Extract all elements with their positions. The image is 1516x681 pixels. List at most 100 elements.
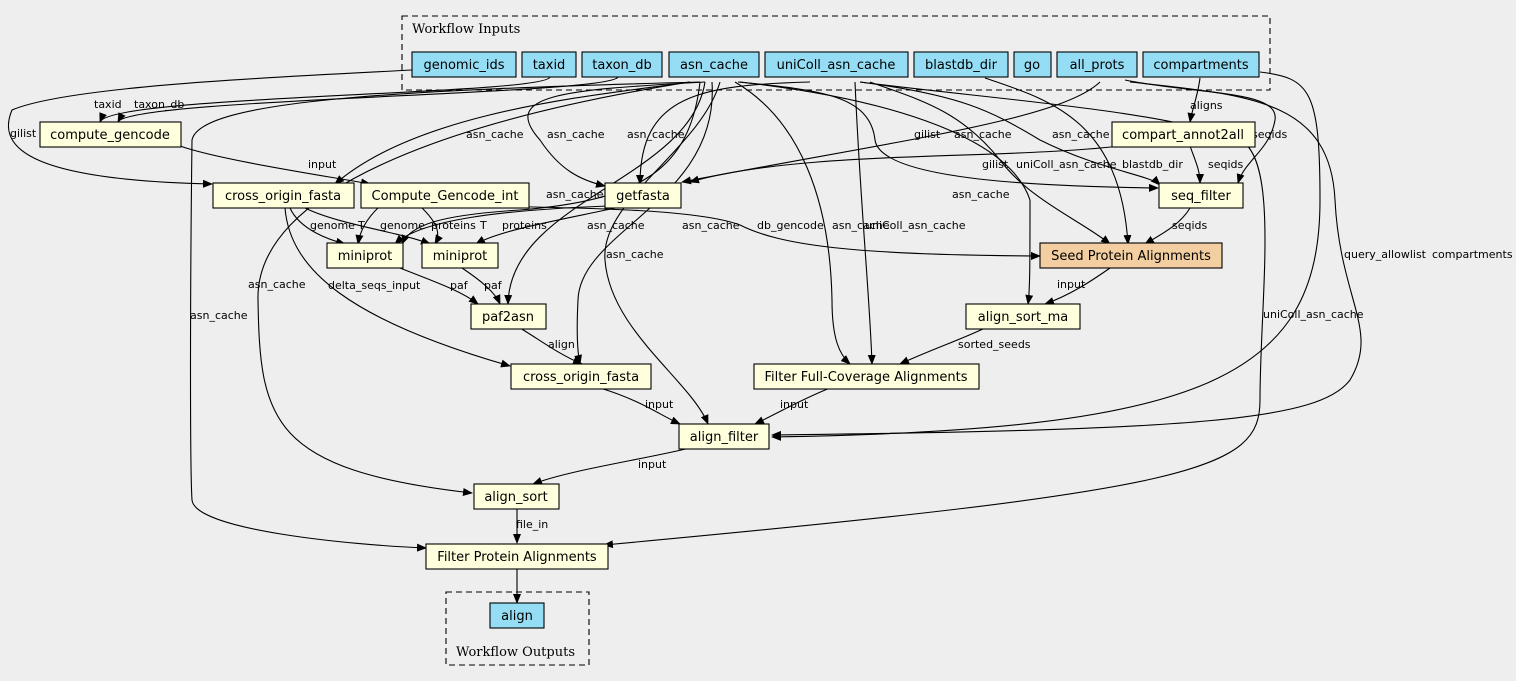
edge-asn_cache-fpa	[189, 81, 701, 552]
node-box	[604, 182, 682, 209]
edge-ffca-align_filter	[754, 387, 831, 425]
node-go[interactable]: go	[1013, 51, 1052, 78]
edge-compart-getfasta	[689, 145, 1121, 184]
edge-label: aligns	[1190, 99, 1223, 112]
edge-label: uniColl_asn_cache	[1263, 308, 1364, 321]
edge-label: paf	[450, 279, 469, 292]
edge-cof1-miniprot2	[304, 207, 431, 245]
edge-label: uniColl_asn_cache	[1016, 158, 1117, 171]
node-label: compart_annot2all	[1122, 128, 1244, 143]
edge-unicoll-getfasta	[636, 81, 811, 185]
node-box	[326, 242, 404, 269]
edge-unicoll-fpa	[603, 81, 1266, 549]
edge-label: seqids	[1172, 219, 1208, 232]
edge-label: gilist	[914, 128, 941, 141]
edge-asn_cache-asm	[739, 81, 1034, 305]
node-align-output[interactable]: align	[489, 602, 545, 629]
node-box	[1158, 182, 1244, 209]
node-filter_protein_alignments[interactable]: Filter Protein Alignments	[425, 543, 609, 570]
node-cross_origin_fasta-2[interactable]: cross_origin_fasta	[510, 363, 652, 390]
node-label: align_sort	[484, 490, 547, 505]
node-label: compartments	[1153, 58, 1248, 73]
node-label: getfasta	[616, 189, 670, 204]
node-box	[421, 242, 499, 269]
node-label: cross_origin_fasta	[225, 189, 341, 204]
node-seed_protein_alignments[interactable]: Seed Protein Alignments	[1039, 242, 1223, 269]
node-asn_cache[interactable]: asn_cache	[668, 51, 760, 78]
edge-cof1-cof2	[284, 207, 511, 368]
node-box	[581, 51, 663, 78]
node-box	[425, 543, 609, 570]
node-getfasta[interactable]: getfasta	[604, 182, 682, 209]
edge-asn_cache-cof1	[334, 81, 691, 185]
node-paf2asn[interactable]: paf2asn	[470, 303, 547, 330]
node-filter_full_coverage_alignments[interactable]: Filter Full-Coverage Alignments	[753, 363, 980, 390]
node-box	[489, 602, 545, 629]
node-box	[1056, 51, 1138, 78]
edge-label: gilist	[10, 127, 37, 140]
edge-label: paf	[484, 279, 503, 292]
node-all_prots[interactable]: all_prots	[1056, 51, 1138, 78]
edge-compart-seqids	[1189, 145, 1204, 184]
node-align_sort[interactable]: align_sort	[473, 483, 560, 510]
node-seq_filter[interactable]: seq_filter	[1158, 182, 1244, 209]
node-box	[510, 363, 652, 390]
node-box	[1039, 242, 1223, 269]
edge-label: gilist	[982, 158, 1009, 171]
node-unicoll_asn_cache[interactable]: uniColl_asn_cache	[764, 51, 909, 78]
node-box	[1111, 121, 1256, 148]
node-label: Filter Protein Alignments	[437, 550, 597, 565]
node-box	[39, 121, 182, 148]
edge-align_filter-align_sort	[532, 447, 691, 485]
edge-label: input	[308, 158, 337, 171]
node-compute_gencode[interactable]: compute_gencode	[39, 121, 182, 148]
edge-seq_filter-spa	[1144, 207, 1191, 245]
edge-label: asn_cache	[832, 219, 890, 232]
edge-label: query_allowlist	[1344, 248, 1427, 261]
node-box	[473, 483, 560, 510]
node-align_sort_ma[interactable]: align_sort_ma	[965, 303, 1081, 330]
node-align_filter[interactable]: align_filter	[678, 423, 770, 450]
edge-label: proteins	[431, 219, 476, 232]
edge-asn_cache-ffca	[734, 81, 851, 365]
edge-asn_cache-getfasta	[527, 81, 706, 188]
node-label: uniColl_asn_cache	[777, 58, 896, 73]
node-label: Compute_Gencode_int	[372, 189, 519, 204]
edge-label: asn_cache	[466, 128, 524, 141]
node-miniprot-1[interactable]: miniprot	[326, 242, 404, 269]
edge-taxon_db	[117, 76, 619, 123]
edge-label: uniColl_asn_cache	[865, 219, 966, 232]
edge-label: asn_cache	[547, 128, 605, 141]
edge-label: asn_cache	[954, 128, 1012, 141]
node-label: asn_cache	[680, 58, 748, 73]
node-taxon_db[interactable]: taxon_db	[581, 51, 663, 78]
node-label: taxon_db	[592, 58, 652, 73]
node-genomic_ids[interactable]: genomic_ids	[411, 51, 517, 78]
edge-cgi-miniprot2	[419, 205, 443, 245]
edge-cgi-miniprot1	[355, 205, 381, 245]
node-box	[1013, 51, 1052, 78]
node-compartments[interactable]: compartments	[1142, 51, 1260, 78]
edge-unicoll-seq_filter	[859, 81, 1161, 186]
edge-all_prots-seqids	[1124, 79, 1276, 184]
edge-label: taxid	[94, 98, 122, 111]
edge-label: asn_cache	[546, 188, 604, 201]
edge-all_prots-getfasta	[681, 81, 1101, 185]
node-compute_gencode_int[interactable]: Compute_Gencode_int	[360, 182, 530, 209]
edge-label: sorted_seeds	[958, 338, 1031, 351]
node-compart_annot2all[interactable]: compart_annot2all	[1111, 121, 1256, 148]
edge-labels-layer: taxid taxon_db gilist input asn_cache as…	[10, 98, 1513, 531]
edge-label: asn_cache	[587, 219, 645, 232]
edge-label: genome	[310, 219, 355, 232]
edge-label: T	[357, 219, 365, 232]
edge-label: proteins	[502, 219, 547, 232]
edge-label: compartments	[1432, 248, 1513, 261]
node-blastdb_dir[interactable]: blastdb_dir	[913, 51, 1009, 78]
node-miniprot-2[interactable]: miniprot	[421, 242, 499, 269]
workflow-outputs-title: Workflow Outputs	[456, 645, 575, 660]
node-cross_origin_fasta-1[interactable]: cross_origin_fasta	[212, 182, 355, 209]
edge-label: T	[479, 219, 487, 232]
node-taxid[interactable]: taxid	[521, 51, 577, 78]
edge-label: input	[1057, 278, 1086, 291]
